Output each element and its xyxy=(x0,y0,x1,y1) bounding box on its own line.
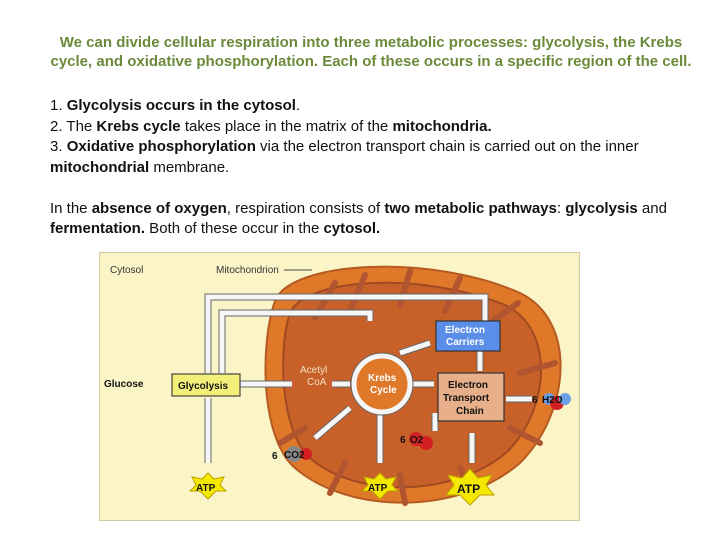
cytosol-label: Cytosol xyxy=(110,265,143,276)
h2o-label: H2O xyxy=(542,395,563,406)
atp-star-2: ATP xyxy=(360,472,400,500)
atp-label-2: ATP xyxy=(368,483,388,494)
h2o-coefficient: 6 xyxy=(532,395,538,406)
carriers-label-2: Carriers xyxy=(446,337,485,348)
paragraph: In the absence of oxygen, respiration co… xyxy=(50,199,667,238)
co2-molecule-icon xyxy=(286,446,302,462)
glycolysis-label: Glycolysis xyxy=(178,381,228,392)
body-text: 1. Glycolysis occurs in the cytosol. 2. … xyxy=(50,96,710,240)
list-item: 2. The Krebs cycle takes place in the ma… xyxy=(50,117,492,135)
coa-label: CoA xyxy=(307,377,327,388)
atp-star-3: ATP xyxy=(444,468,496,506)
respiration-diagram: Cytosol Mitochondrion Glucose Glycolysis xyxy=(99,252,580,521)
page-title: We can divide cellular respiration into … xyxy=(50,34,692,70)
etc-label-2: Transport xyxy=(443,393,490,404)
co2-coefficient: 6 xyxy=(272,451,278,462)
pathway-arrows xyxy=(204,293,532,463)
o2-label: O2 xyxy=(410,435,424,446)
etc-label-1: Electron xyxy=(448,380,488,391)
mitochondrion-label: Mitochondrion xyxy=(216,265,279,276)
krebs-label: Krebs xyxy=(368,373,397,384)
list-item: 3. Oxidative phosphorylation via the ele… xyxy=(50,138,639,176)
etc-label-3: Chain xyxy=(456,406,484,417)
glycolysis-box xyxy=(171,373,241,397)
atp-label-3: ATP xyxy=(457,482,480,496)
cycle-label: Cycle xyxy=(370,385,397,396)
atp-star-1: ATP xyxy=(188,472,228,500)
electron-transport-chain-box xyxy=(437,372,505,422)
o2-coefficient: 6 xyxy=(400,435,406,446)
atp-label-1: ATP xyxy=(196,483,216,494)
carriers-label-1: Electron xyxy=(445,325,485,336)
acetyl-label: Acetyl xyxy=(300,365,327,376)
electron-carriers-box xyxy=(435,320,501,352)
co2-label: CO2 xyxy=(284,450,305,461)
krebs-cycle-circle xyxy=(351,353,413,415)
glucose-label: Glucose xyxy=(104,379,144,390)
list-item: 1. Glycolysis occurs in the cytosol. xyxy=(50,97,301,114)
